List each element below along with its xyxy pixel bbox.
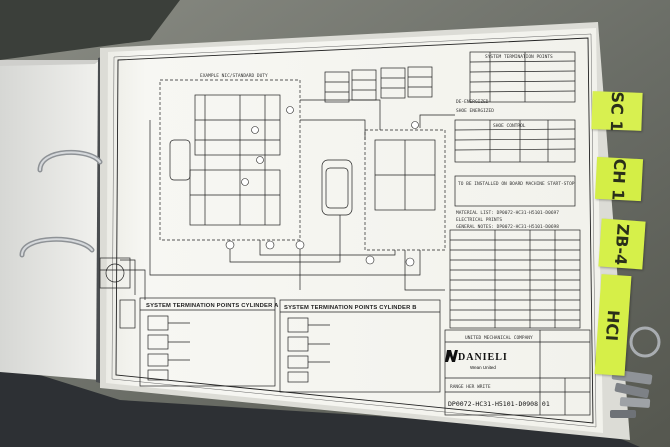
index-tab-3-label: ZB-4 bbox=[611, 222, 633, 266]
index-tab-1-label: SC 1 bbox=[606, 90, 628, 132]
drawing-number: DP0072-HC31-H5101-D0908 01 bbox=[448, 400, 550, 408]
logo-name: DANIELI bbox=[458, 352, 508, 363]
material-list: MATERIAL LIST: DP0072-HC31-H5101-D0697 bbox=[456, 210, 559, 216]
shoe-control-title: SHOE CONTROL bbox=[493, 123, 526, 129]
title-block-line: RANGE HER WRITE bbox=[450, 384, 491, 390]
logo-sub: Wean United bbox=[470, 365, 496, 370]
electrical-prints: ELECTRICAL PRINTS bbox=[456, 217, 502, 223]
ring-bottom-icon bbox=[19, 236, 95, 258]
status-line-2: SHOE ENERGIZED bbox=[456, 108, 494, 114]
schematic-sheet bbox=[106, 28, 603, 433]
cylinder-b-title: SYSTEM TERMINATION POINTS CYLINDER B bbox=[284, 305, 417, 311]
danieli-logo-icon bbox=[445, 350, 458, 362]
termination-header: SYSTEM TERMINATION POINTS bbox=[485, 54, 553, 60]
index-tab-2[interactable]: CH 1 bbox=[594, 156, 644, 202]
general-notes: GENERAL NOTES: DP0072-HC31-H5101-D0698 bbox=[456, 224, 559, 230]
index-tab-4-label: HCI bbox=[602, 308, 624, 342]
company-strip: UNITED MECHANICAL COMPANY bbox=[465, 335, 533, 341]
legend-title: EXAMPLE NIC/STANDARD DUTY bbox=[200, 73, 268, 79]
left-page bbox=[0, 60, 100, 380]
note-block: TO BE INSTALLED ON BOARD MACHINE START-S… bbox=[458, 181, 575, 187]
index-tab-3[interactable]: ZB-4 bbox=[598, 218, 646, 270]
keys-icon bbox=[610, 326, 661, 418]
status-line-1: DE-ENERGIZED bbox=[456, 99, 489, 105]
cylinder-a-title: SYSTEM TERMINATION POINTS CYLINDER A bbox=[146, 303, 279, 309]
index-tab-1[interactable]: SC 1 bbox=[591, 90, 643, 132]
index-tab-2-label: CH 1 bbox=[608, 157, 630, 201]
